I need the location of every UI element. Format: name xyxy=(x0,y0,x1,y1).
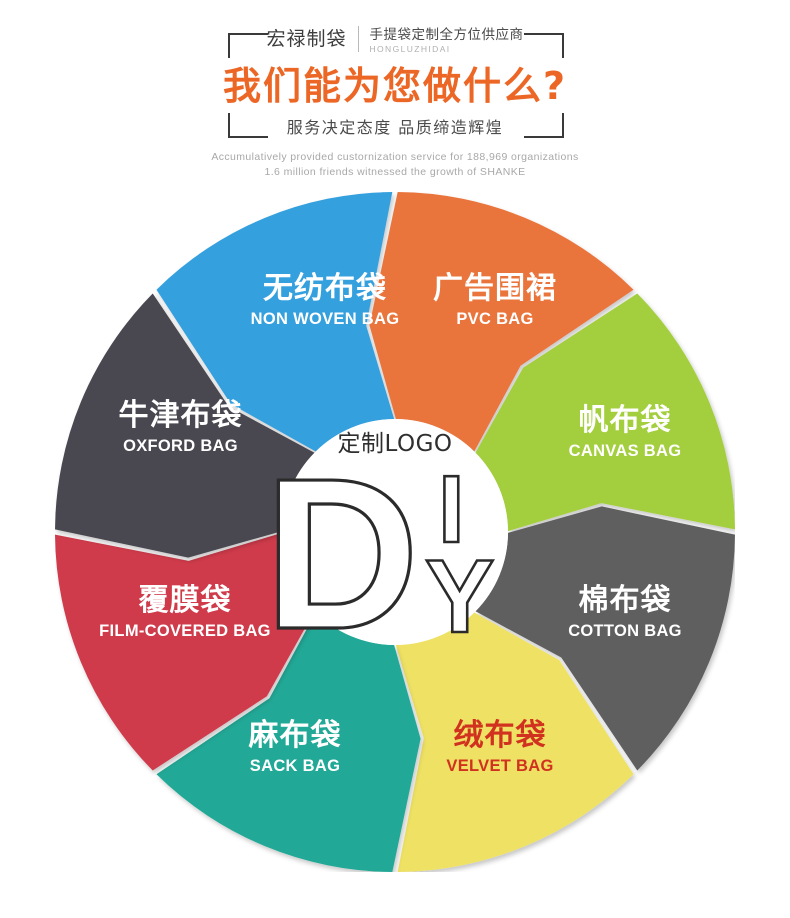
brand-row: 宏禄制袋 手提袋定制全方位供应商 HONGLUZHIDAI xyxy=(0,26,790,55)
brand-subtitle-group: 手提袋定制全方位供应商 HONGLUZHIDAI xyxy=(370,26,524,55)
wheel-segments xyxy=(55,192,735,872)
wheel-segment-canvas-bag[interactable] xyxy=(475,293,735,532)
brand-name: 宏禄制袋 xyxy=(266,28,347,50)
wheel-segment-pvc-bag[interactable] xyxy=(369,192,634,452)
english-caption-line-2: 1.6 million friends witnessed the growth… xyxy=(264,166,526,178)
brand-slogan: 手提袋定制全方位供应商 xyxy=(369,27,524,43)
product-category-wheel: 无纺布袋 NON WOVEN BAG 广告围裙 PVC BAG 帆布袋 CANV… xyxy=(55,192,735,872)
center-disc xyxy=(282,419,508,645)
wheel-segment-non-woven-bag[interactable] xyxy=(156,192,395,452)
brand-pinyin: HONGLUZHIDAI xyxy=(369,44,451,54)
wheel-segment-oxford-bag[interactable] xyxy=(55,293,315,558)
wheel-segment-velvet-bag[interactable] xyxy=(395,612,634,872)
page-subtitle: 服务决定态度 品质缔造辉煌 xyxy=(286,118,504,137)
page-title: 我们能为您做什么? xyxy=(222,64,568,108)
english-caption-line-1: Accumulatively provided custornization s… xyxy=(211,151,579,163)
brand-divider xyxy=(357,26,359,52)
wheel-svg xyxy=(55,192,735,872)
wheel-segment-cotton-bag[interactable] xyxy=(475,506,735,771)
wheel-segment-film-covered-bag[interactable] xyxy=(55,532,315,771)
wheel-segment-sack-bag[interactable] xyxy=(156,612,421,872)
page-header: 宏禄制袋 手提袋定制全方位供应商 HONGLUZHIDAI 我们能为您做什么? … xyxy=(0,0,790,196)
